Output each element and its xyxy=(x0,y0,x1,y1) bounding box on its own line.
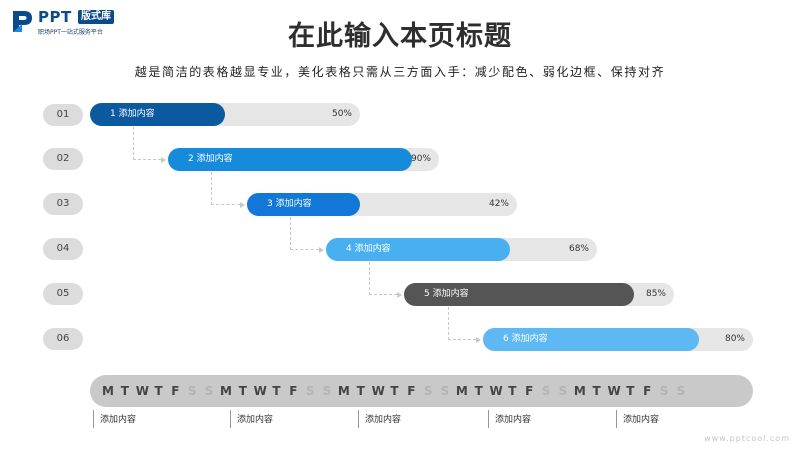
task-label[interactable]: 3 添加内容 xyxy=(267,199,312,209)
progress-fill: 3 添加内容 xyxy=(247,193,360,216)
logo-tagline: 职场PPT一站式服务平台 xyxy=(38,29,103,36)
connector-line xyxy=(369,262,370,295)
progress-track[interactable]: 3 添加内容 42% xyxy=(247,193,517,216)
logo-brand-text: PPT xyxy=(38,8,72,26)
task-label[interactable]: 1 添加内容 xyxy=(110,109,155,119)
connector-line xyxy=(369,294,397,295)
weekend-letter: S xyxy=(322,384,332,398)
progress-fill: 6 添加内容 xyxy=(483,328,699,351)
weekday-letter: W xyxy=(135,384,149,398)
weekday-letter: M xyxy=(337,384,350,398)
page-subtitle[interactable]: 越是简洁的表格越显专业，美化表格只需从三方面入手：减少配色、弱化边框、保持对齐 xyxy=(134,65,666,79)
progress-track[interactable]: 4 添加内容 68% xyxy=(326,238,597,261)
progress-track[interactable]: 2 添加内容 90% xyxy=(168,148,439,171)
weekday-letter: W xyxy=(253,384,267,398)
progress-track[interactable]: 5 添加内容 85% xyxy=(404,283,674,306)
progress-percent: 90% xyxy=(410,154,431,164)
progress-fill: 1 添加内容 xyxy=(90,103,225,126)
connector-arrow-icon xyxy=(397,292,402,298)
row-number-pill: 01 xyxy=(43,104,83,126)
task-label[interactable]: 4 添加内容 xyxy=(346,244,391,254)
weekday-letter: W xyxy=(607,384,621,398)
watermark: www.pptcool.com xyxy=(704,434,790,443)
task-label[interactable]: 5 添加内容 xyxy=(424,289,469,299)
task-label[interactable]: 2 添加内容 xyxy=(188,154,233,164)
progress-fill: 4 添加内容 xyxy=(326,238,510,261)
connector-line xyxy=(290,249,319,250)
weekday-letter: F xyxy=(289,384,298,398)
weekday-letter: F xyxy=(171,384,180,398)
weekday-letter: F xyxy=(525,384,534,398)
row-number-pill: 02 xyxy=(43,148,83,170)
progress-percent: 68% xyxy=(568,244,589,254)
weekday-letter: T xyxy=(626,384,635,398)
weekday-letter: F xyxy=(407,384,416,398)
row-number-pill: 04 xyxy=(43,238,83,260)
weekday-letter: W xyxy=(371,384,385,398)
weekend-letter: S xyxy=(558,384,568,398)
footer-label[interactable]: 添加内容 xyxy=(230,410,273,428)
progress-percent: 80% xyxy=(724,334,745,344)
progress-percent: 50% xyxy=(331,109,352,119)
weekend-letter: S xyxy=(423,384,433,398)
logo-p-icon xyxy=(13,11,32,32)
weekday-letter: W xyxy=(489,384,503,398)
row-number-pill: 03 xyxy=(43,193,83,215)
weekend-letter: S xyxy=(305,384,315,398)
brand-logo: PPT 版式库 职场PPT一站式服务平台 xyxy=(10,8,160,36)
footer-label[interactable]: 添加内容 xyxy=(488,410,531,428)
footer-label[interactable]: 添加内容 xyxy=(93,410,136,428)
weekday-letter: T xyxy=(474,384,483,398)
weekend-letter: S xyxy=(676,384,686,398)
weekday-letter: T xyxy=(272,384,281,398)
progress-track[interactable]: 1 添加内容 50% xyxy=(90,103,360,126)
connector-line xyxy=(133,127,134,160)
weekday-letter: T xyxy=(238,384,247,398)
weekend-letter: S xyxy=(204,384,214,398)
weekday-letter: T xyxy=(120,384,129,398)
progress-track[interactable]: 6 添加内容 80% xyxy=(483,328,753,351)
row-number-pill: 05 xyxy=(43,283,83,305)
weekday-letter: F xyxy=(643,384,652,398)
footer-label[interactable]: 添加内容 xyxy=(616,410,659,428)
weekday-letter: M xyxy=(219,384,232,398)
weekday-letter: M xyxy=(102,384,114,398)
logo-badge: 版式库 xyxy=(78,10,114,24)
progress-fill: 2 添加内容 xyxy=(168,148,412,171)
weekday-letter: M xyxy=(455,384,468,398)
connector-line xyxy=(448,307,449,340)
connector-line xyxy=(211,172,212,205)
connector-arrow-icon xyxy=(161,157,166,163)
connector-line xyxy=(290,217,291,250)
weekend-letter: S xyxy=(187,384,197,398)
connector-line xyxy=(133,159,161,160)
connector-line xyxy=(211,204,240,205)
progress-percent: 42% xyxy=(488,199,509,209)
connector-arrow-icon xyxy=(319,247,324,253)
task-label[interactable]: 6 添加内容 xyxy=(503,334,548,344)
weekend-letter: S xyxy=(659,384,669,398)
weekday-letter: T xyxy=(508,384,517,398)
weekday-letter: M xyxy=(573,384,586,398)
footer-label[interactable]: 添加内容 xyxy=(358,410,401,428)
weekday-letter: T xyxy=(154,384,163,398)
page-title[interactable]: 在此输入本页标题 xyxy=(288,21,512,52)
connector-arrow-icon xyxy=(240,202,245,208)
progress-fill: 5 添加内容 xyxy=(404,283,634,306)
weekday-letter: T xyxy=(356,384,365,398)
weekend-letter: S xyxy=(440,384,450,398)
weekday-letter: T xyxy=(592,384,601,398)
connector-arrow-icon xyxy=(476,337,481,343)
weekday-letter: T xyxy=(390,384,399,398)
row-number-pill: 06 xyxy=(43,328,83,350)
weekend-letter: S xyxy=(541,384,551,398)
connector-line xyxy=(448,339,476,340)
progress-percent: 85% xyxy=(645,289,666,299)
